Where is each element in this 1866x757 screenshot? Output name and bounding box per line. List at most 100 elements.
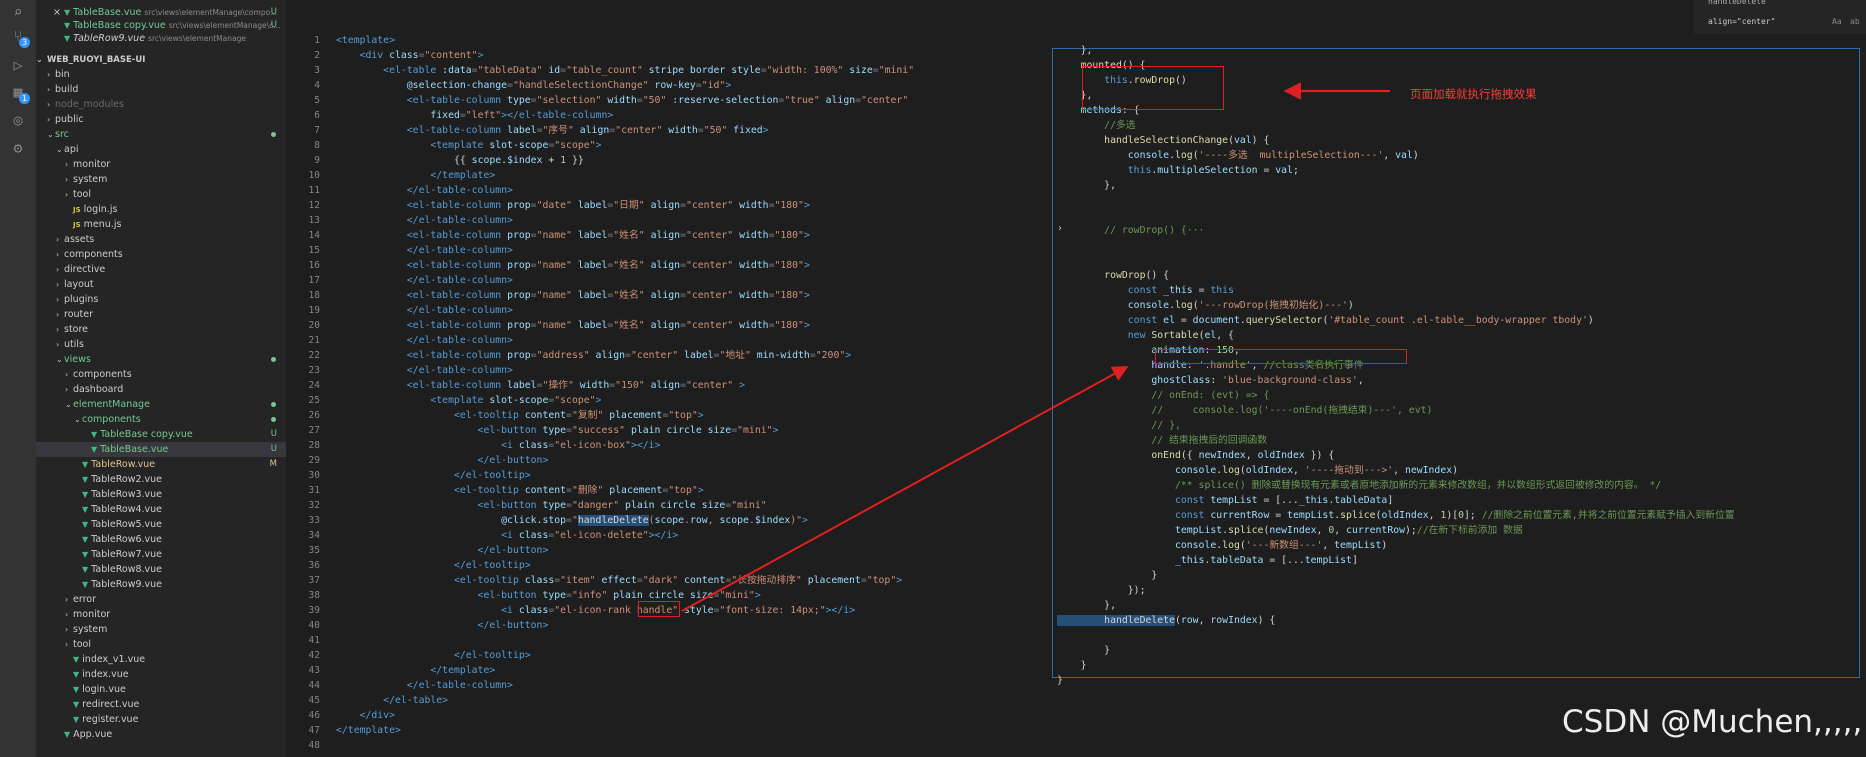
code-line[interactable]: </el-tooltip>	[336, 470, 531, 481]
code-line[interactable]: },	[1057, 600, 1116, 611]
code-line[interactable]: },	[1057, 45, 1093, 56]
whole-word-icon[interactable]: ab	[1850, 17, 1860, 26]
tree-item[interactable]: ▼index_v1.vue	[36, 652, 286, 667]
code-line[interactable]: <template slot-scope="scope">	[336, 140, 602, 151]
tree-item[interactable]: ⌄api	[36, 142, 286, 157]
code-line[interactable]: </el-button>	[336, 545, 549, 556]
code-line[interactable]: // rowDrop() {···	[1057, 225, 1205, 236]
code-line[interactable]: this.rowDrop()	[1104, 75, 1187, 86]
code-line[interactable]: </el-table-column>	[336, 335, 513, 346]
code-line[interactable]: }	[1057, 645, 1111, 656]
code-line[interactable]: </template>	[336, 665, 496, 676]
tree-item[interactable]: ▼TableRow9.vue	[36, 577, 286, 592]
code-line[interactable]: onEnd({ newIndex, oldIndex }) {	[1057, 450, 1335, 461]
code-line[interactable]: <template slot-scope="scope">	[336, 395, 602, 406]
tree-item[interactable]: ⌄elementManage	[36, 397, 286, 412]
tree-item[interactable]: ▼login.vue	[36, 682, 286, 697]
code-line[interactable]: <el-table-column prop="name" label="姓名" …	[336, 260, 810, 271]
code-line[interactable]: },	[1057, 90, 1093, 101]
tree-item[interactable]: ›monitor	[36, 157, 286, 172]
code-line[interactable]: <el-button type="info" plain circle size…	[336, 590, 761, 601]
code-line[interactable]: </el-table-column>	[336, 365, 513, 376]
fold-chevron-icon[interactable]: ›	[1057, 223, 1064, 234]
code-line[interactable]: <el-tooltip class="item" effect="dark" c…	[336, 575, 903, 586]
code-line[interactable]: }	[1057, 570, 1158, 581]
search-icon[interactable]: ⌕	[13, 3, 23, 21]
code-line[interactable]: </div>	[336, 710, 395, 721]
code-line[interactable]: </el-table-column>	[336, 305, 513, 316]
code-line[interactable]: /** splice() 删除或替换现有元素或者原地添加新的元素来修改数组，并以…	[1057, 480, 1662, 491]
code-line[interactable]: console.log('----多选 multipleSelection---…	[1057, 150, 1419, 161]
tree-item[interactable]: ▼index.vue	[36, 667, 286, 682]
tree-item[interactable]: ▼TableRow3.vue	[36, 487, 286, 502]
code-line[interactable]: // console.log('----onEnd(拖拽结束)---', evt…	[1057, 405, 1433, 416]
code-line[interactable]: <el-button type="danger" plain circle si…	[336, 500, 767, 511]
tree-item[interactable]: ›system	[36, 622, 286, 637]
code-line[interactable]: tempList.splice(newIndex, 0, currentRow)…	[1057, 525, 1523, 536]
code-line[interactable]: new Sortable(el, {	[1057, 330, 1234, 341]
code-line[interactable]: // 结束拖拽后的回调函数	[1057, 435, 1268, 446]
tree-item[interactable]: ⌄views	[36, 352, 286, 367]
code-line[interactable]: <el-table-column prop="date" label="日期" …	[336, 200, 810, 211]
tree-item[interactable]: ›components	[36, 367, 286, 382]
code-line[interactable]: animation: 150,	[1057, 345, 1240, 356]
match-case-icon[interactable]: Aa	[1832, 17, 1842, 26]
tree-item[interactable]: ›error	[36, 592, 286, 607]
tree-item[interactable]: ›dashboard	[36, 382, 286, 397]
tree-item[interactable]: ▼TableRow7.vue	[36, 547, 286, 562]
code-line[interactable]: _this.tableData = [...tempList]	[1174, 555, 1358, 566]
code-line[interactable]: <el-table :data="tableData" id="table_co…	[336, 65, 915, 76]
code-line[interactable]: <el-table-column prop="name" label="姓名" …	[336, 290, 810, 301]
code-line[interactable]: handle: '.handle', //class类名执行事件	[1057, 360, 1364, 371]
code-line[interactable]: </template>	[336, 170, 496, 181]
tree-item[interactable]: ›tool	[36, 637, 286, 652]
tree-item[interactable]: ›node_modules	[36, 97, 286, 112]
code-line[interactable]: //多选	[1057, 120, 1136, 131]
code-line[interactable]: handleSelectionChange(val) {	[1057, 135, 1270, 146]
code-line[interactable]: @selection-change="handleSelectionChange…	[406, 80, 732, 91]
tree-item[interactable]: ▼TableRow6.vue	[36, 532, 286, 547]
code-line[interactable]: },	[1057, 180, 1116, 191]
code-line[interactable]: </el-table-column>	[336, 245, 513, 256]
tree-item[interactable]: ›utils	[36, 337, 286, 352]
tree-item[interactable]: ▼App.vue	[36, 727, 286, 742]
close-icon[interactable]: ×	[53, 7, 61, 18]
code-line[interactable]: <el-table-column prop="address" align="c…	[336, 350, 852, 361]
code-line[interactable]: <i class="el-icon-rank handle" style="fo…	[336, 605, 856, 616]
code-line[interactable]: <el-tooltip content="删除" placement="top"…	[336, 485, 704, 496]
code-line[interactable]: fixed="left"></el-table-column>	[430, 110, 614, 121]
code-line[interactable]: // onEnd: (evt) => {	[1057, 390, 1270, 401]
code-line[interactable]: const _this = this	[1057, 285, 1234, 296]
code-line[interactable]: </el-button>	[336, 620, 549, 631]
code-line[interactable]: console.log(oldIndex, '----拖动到--->', new…	[1057, 465, 1459, 476]
code-line[interactable]: rowDrop() {	[1057, 270, 1170, 281]
code-line[interactable]: </el-table-column>	[336, 680, 513, 691]
code-line[interactable]: const tempList = [..._this.tableData]	[1057, 495, 1394, 506]
code-line[interactable]: console.log('---新数组---', tempList)	[1057, 540, 1388, 551]
code-line[interactable]: <el-table-column prop="name" label="姓名" …	[336, 320, 810, 331]
tree-item[interactable]: ›store	[36, 322, 286, 337]
code-editor[interactable]: 1<template>2 <div class="content">3 <el-…	[286, 0, 1051, 757]
code-line[interactable]: // },	[1057, 420, 1181, 431]
tree-item[interactable]: ›public	[36, 112, 286, 127]
tree-item[interactable]: ▼TableRow5.vue	[36, 517, 286, 532]
run-debug-icon[interactable]: ▷	[13, 56, 23, 74]
tree-item[interactable]: ›layout	[36, 277, 286, 292]
tree-item[interactable]: ›tool	[36, 187, 286, 202]
explorer-root[interactable]: ⌄ WEB_RUOYI_BASE-UI	[36, 55, 146, 65]
tree-item[interactable]: ›components	[36, 247, 286, 262]
code-line[interactable]: <el-table-column label="序号" align="cente…	[336, 125, 769, 136]
code-line[interactable]: }	[1057, 660, 1087, 671]
tree-item[interactable]: ›system	[36, 172, 286, 187]
tree-item[interactable]: ›assets	[36, 232, 286, 247]
code-line[interactable]: <el-table-column label="操作" width="150" …	[336, 380, 745, 391]
code-line[interactable]: </el-table-column>	[336, 185, 513, 196]
tree-item[interactable]: ▼redirect.vue	[36, 697, 286, 712]
code-line[interactable]: </el-table-column>	[336, 215, 513, 226]
